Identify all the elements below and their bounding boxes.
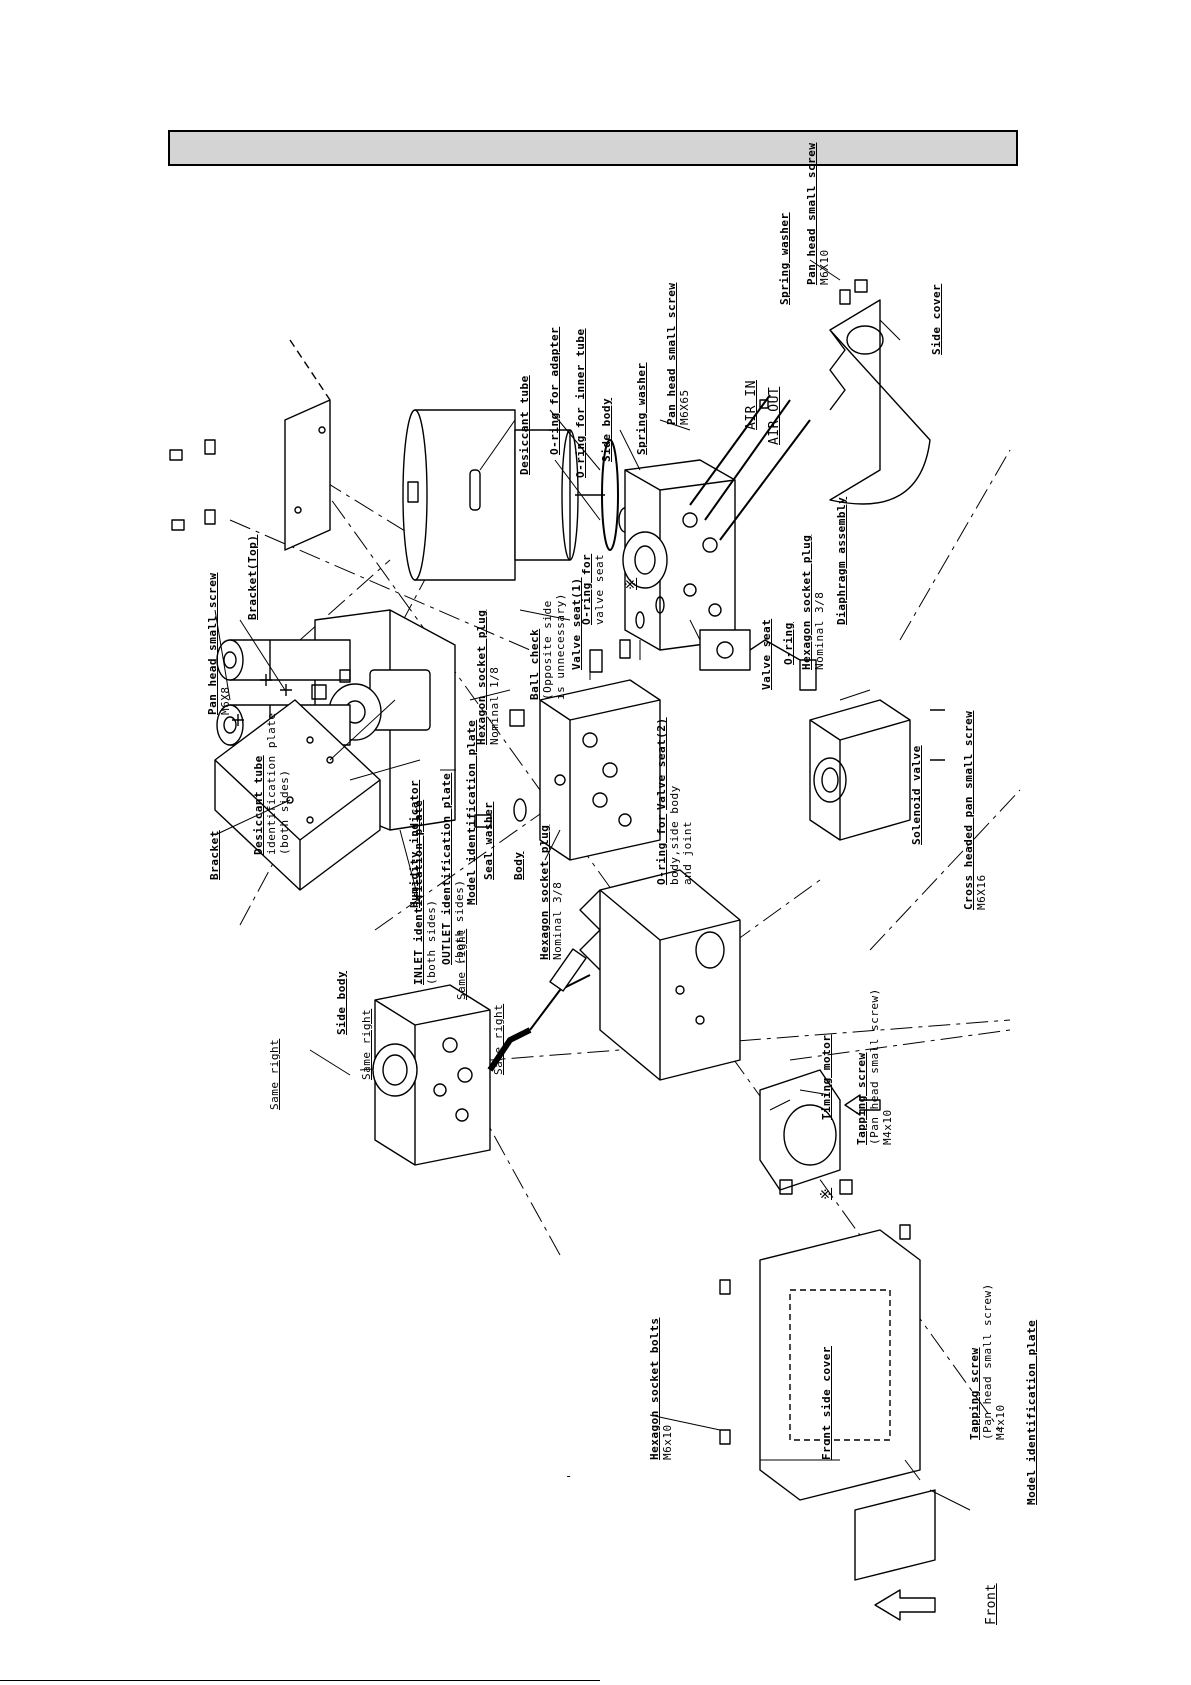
label-valve-seat-right: Valve seat bbox=[760, 618, 773, 690]
leader-lines bbox=[214, 259, 971, 1511]
label-model-plate-assembly: Model identification plate bbox=[465, 719, 478, 905]
label-seal-washer: Seal washer bbox=[482, 801, 495, 880]
label-oring-adapter: O-ring for adapter bbox=[548, 326, 561, 455]
label-oring-inner-tube: O-ring for inner tube bbox=[574, 328, 587, 478]
label-side-body-left: Side body bbox=[335, 970, 348, 1035]
label-hex-plug-1-8: Hexagon socket plug Nominal 1/8 bbox=[475, 609, 501, 745]
label-oring-body-joint: O-ring for body,side body and joint bbox=[655, 785, 694, 885]
footer-rule bbox=[0, 1680, 600, 1681]
label-cross-headed-m6x16: Cross headed pan small screw M6X16 bbox=[962, 710, 988, 910]
assembled-dryer-unit bbox=[216, 609, 456, 831]
label-same-right-3: Same right bbox=[268, 1038, 281, 1110]
direction-arrows bbox=[844, 1094, 936, 1621]
desiccant-tube-part bbox=[402, 409, 632, 581]
label-oring-valve-seat: O-ring for valve seat bbox=[580, 553, 606, 625]
label-body: Body bbox=[512, 851, 525, 881]
label-air-out: AIR OUT bbox=[767, 386, 782, 445]
label-humidity-indicator: Humidity indicator bbox=[408, 779, 421, 908]
label-hex-bolts-m6x10: Hexagon socket bolts M6x10 bbox=[648, 1317, 674, 1460]
label-hex-plug-right: Hexagon socket plug Nominal 3/8 bbox=[800, 534, 826, 670]
section-header-bar bbox=[168, 130, 1018, 166]
label-same-right-2: Same right bbox=[492, 1003, 505, 1075]
label-ball-check: Ball check (Opposite side is unnecessary… bbox=[528, 593, 567, 700]
label-pan-head-m6x8: Pan head small screw M6X8 bbox=[206, 572, 232, 715]
side-cover-part bbox=[829, 279, 931, 505]
label-spring-washer-1: Spring washer bbox=[635, 362, 648, 455]
label-timing-motor: Timing motor bbox=[820, 1034, 833, 1120]
body-part bbox=[474, 596, 665, 861]
label-diaphragm-assembly: Diaphragm assembly bbox=[835, 496, 848, 625]
label-tapping-m4x10-1: Tapping screw (Pan head small screw) M4x… bbox=[855, 988, 894, 1145]
label-side-cover: Side cover bbox=[930, 283, 943, 355]
front-side-cover-part bbox=[719, 1224, 936, 1581]
label-spring-washer-2: Spring washer bbox=[778, 212, 791, 305]
label-same-right-1: Same right bbox=[360, 1008, 373, 1080]
bracket-top-part bbox=[169, 339, 331, 551]
label-bracket-top: Bracket(Top) bbox=[246, 534, 259, 620]
label-solenoid-valve: Solenoid valve bbox=[910, 745, 923, 845]
label-same-right-4: Same right bbox=[455, 928, 468, 1000]
label-pan-head-m6x65: Pan head small screw M6X65 bbox=[665, 282, 691, 425]
label-hex-plug-3-8: Hexagon socket plug Nominal 3/8 bbox=[538, 824, 564, 960]
bracket-part bbox=[214, 674, 381, 891]
label-desiccant-tube: Desiccant tube bbox=[518, 375, 531, 475]
side-body-right-part bbox=[622, 394, 811, 651]
label-mark-2: ※ bbox=[623, 577, 639, 590]
label-front: Front bbox=[984, 1583, 999, 1625]
solenoid-valve-part bbox=[699, 629, 945, 841]
label-desiccant-tube-plate: Desiccant tube identification plate (bot… bbox=[252, 712, 291, 855]
label-model-plate-cover: Model identification plate bbox=[1025, 1319, 1038, 1505]
timing-motor-part bbox=[579, 869, 853, 1195]
label-pan-head-m6x10: Pan head small screw M6X10 bbox=[805, 142, 831, 285]
label-mark-1: ※ bbox=[818, 1187, 834, 1200]
label-air-in: AIR IN bbox=[744, 380, 759, 430]
label-side-body-right: Side body bbox=[600, 397, 613, 462]
side-body-left-part bbox=[372, 948, 591, 1166]
label-tapping-m4x10-2: Tapping screw (Pan head small screw) M4x… bbox=[968, 1283, 1007, 1440]
label-front-side-cover: Front side cover bbox=[820, 1346, 833, 1460]
label-bracket: Bracket bbox=[208, 830, 221, 880]
page-mark: - bbox=[565, 1469, 573, 1483]
label-oring-right: O-ring bbox=[782, 622, 795, 665]
